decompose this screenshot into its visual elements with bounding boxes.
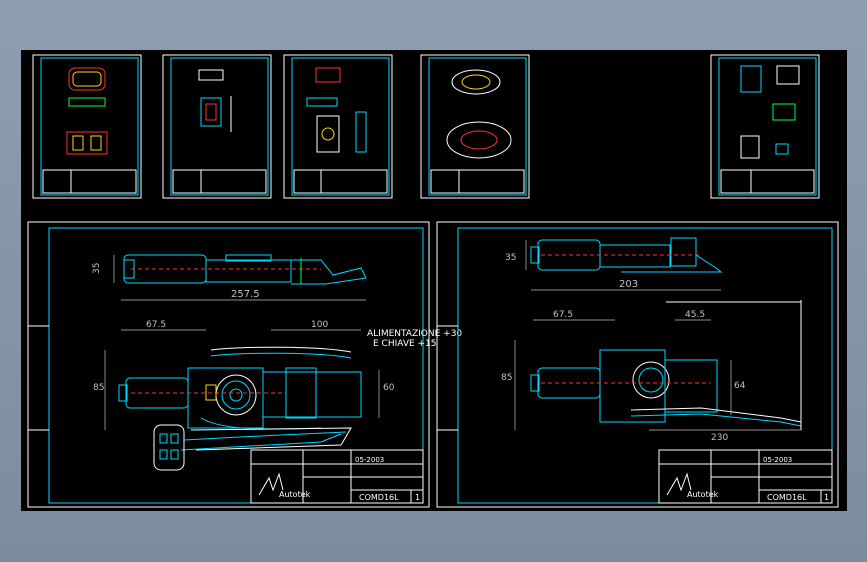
dim-203: 203 bbox=[619, 279, 638, 290]
dim-100: 100 bbox=[311, 320, 328, 330]
dim-35: 35 bbox=[92, 263, 102, 274]
dim-85: 85 bbox=[93, 383, 104, 393]
sheet-right-num: 1 bbox=[824, 493, 829, 502]
company-left: Autotek bbox=[279, 490, 311, 499]
title-block-right: Autotek 05-2003 COMD16L 1 bbox=[658, 449, 833, 504]
note-supply: ALIMENTAZIONE +30 bbox=[367, 329, 462, 339]
dim-64: 64 bbox=[734, 381, 746, 391]
dim-45: 45.5 bbox=[685, 310, 705, 320]
thumb-sheet-2[interactable] bbox=[162, 54, 272, 199]
dim-230: 230 bbox=[711, 433, 728, 443]
sheet-left[interactable]: 35 257.5 67.5 100 85 60 ALIMENTAZIONE +3… bbox=[27, 221, 462, 508]
dim-85-right: 85 bbox=[501, 373, 512, 383]
sheet-left: 1 bbox=[415, 493, 420, 502]
title-block-left: Autotek 05-2003 COMD16L 1 bbox=[250, 449, 424, 504]
dim-67-right: 67.5 bbox=[553, 310, 573, 320]
thumb-sheet-3[interactable] bbox=[283, 54, 393, 199]
note-key: E CHIAVE +15 bbox=[373, 339, 437, 349]
code-right: COMD16L bbox=[767, 493, 807, 502]
thumb-sheet-5[interactable] bbox=[710, 54, 820, 199]
thumb-sheet-1[interactable] bbox=[32, 54, 142, 199]
dim-67: 67.5 bbox=[146, 320, 166, 330]
code-left: COMD16L bbox=[359, 493, 399, 502]
sheet-right[interactable]: 35 203 67.5 45.5 85 64 230 bbox=[436, 221, 839, 508]
date-right: 05-2003 bbox=[763, 456, 792, 464]
dim-35-right: 35 bbox=[505, 253, 516, 263]
dim-257: 257.5 bbox=[231, 289, 260, 300]
date-left: 05-2003 bbox=[355, 456, 384, 464]
dim-60: 60 bbox=[383, 383, 395, 393]
thumb-sheet-4[interactable] bbox=[420, 54, 530, 199]
company-right: Autotek bbox=[687, 490, 719, 499]
cad-drawing: 35 257.5 67.5 100 85 60 ALIMENTAZIONE +3… bbox=[27, 54, 839, 508]
drawing-viewport[interactable]: 35 257.5 67.5 100 85 60 ALIMENTAZIONE +3… bbox=[21, 50, 847, 511]
